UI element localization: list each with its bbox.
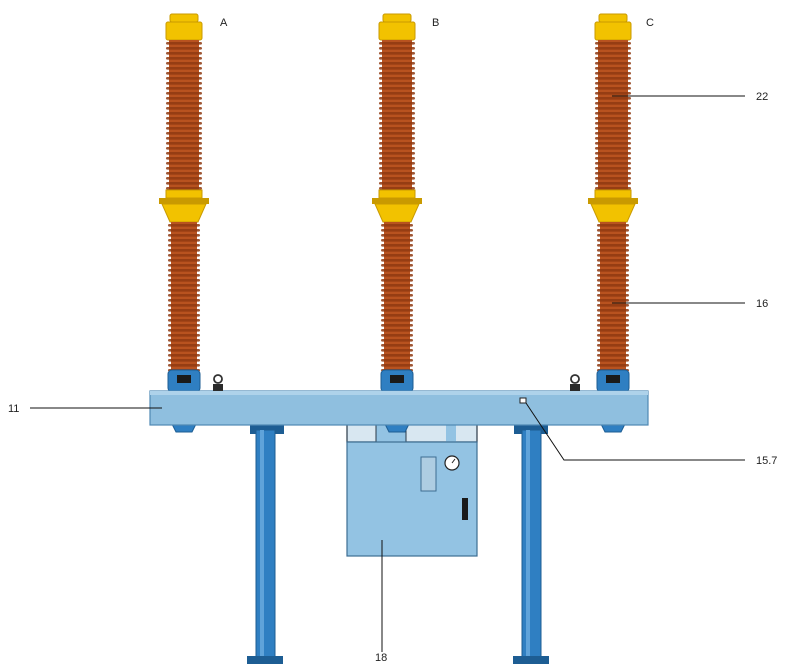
phase-label-a: A [220, 17, 228, 29]
phase-label-b: B [432, 17, 440, 29]
pole-b [372, 13, 422, 433]
callout-18: 18 [375, 652, 388, 664]
density-monitor-port [519, 397, 527, 404]
pole-c [588, 13, 638, 433]
support-post-left [247, 424, 284, 664]
callout-22: 22 [756, 91, 769, 103]
lifting-eye-left-icon [213, 374, 223, 391]
phase-label-c: C [646, 17, 654, 29]
lifting-eye-right-icon [570, 374, 580, 391]
base-frame [149, 390, 649, 426]
cabinet-handle-icon [462, 498, 468, 520]
support-post-right [513, 424, 549, 664]
leader-15-7 [525, 402, 745, 461]
pole-a [159, 13, 209, 433]
callout-15-7: 15.7 [756, 455, 778, 467]
callout-11: 11 [8, 403, 20, 415]
leader-lines [30, 95, 745, 652]
callout-16: 16 [756, 298, 769, 310]
operating-mechanism-cabinet [346, 423, 478, 557]
